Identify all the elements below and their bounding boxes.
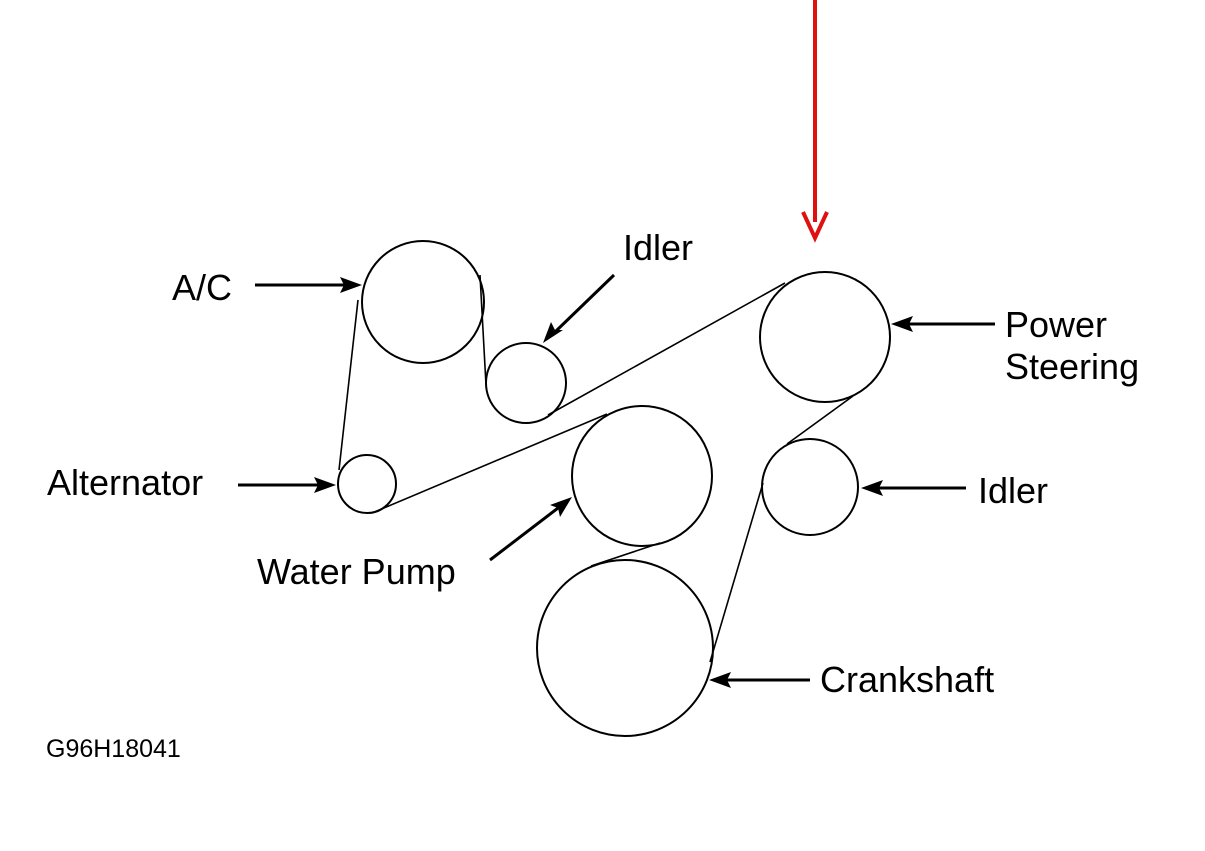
water-pump-leader xyxy=(489,506,559,562)
label-ac: A/C xyxy=(172,267,362,308)
power-steering-pulley xyxy=(759,271,891,403)
belt-segment-crankshaft-waterpump xyxy=(590,542,661,567)
idler-right-label: Idler xyxy=(978,470,1048,511)
idler-top-arrow-head xyxy=(543,322,563,343)
belt-segment-ac-idler xyxy=(479,274,487,386)
label-idler-top: Idler xyxy=(543,227,693,343)
belt-segment-alternator-waterpump xyxy=(371,413,608,514)
water-pump-label: Water Pump xyxy=(257,551,456,592)
power-steering-label-line2: Steering xyxy=(1005,346,1139,387)
label-crankshaft: Crankshaft xyxy=(709,659,994,700)
crankshaft-pulley xyxy=(536,559,714,737)
idler-top-leader xyxy=(554,273,616,333)
water-pump-arrow-head xyxy=(550,497,572,517)
power-steering-arrow-head xyxy=(891,316,913,332)
alternator-arrow-head xyxy=(314,477,336,493)
crankshaft-arrow-head xyxy=(709,672,731,688)
label-water-pump: Water Pump xyxy=(257,497,572,592)
alternator-pulley xyxy=(337,454,397,514)
highlight-arrow-head xyxy=(801,211,829,243)
ac-label: A/C xyxy=(172,267,232,308)
belt-segment-idler-crankshaft xyxy=(709,482,764,663)
label-power-steering: Power Steering xyxy=(891,304,1139,387)
power-steering-label-line1: Power xyxy=(1005,304,1107,345)
idler-right-pulley xyxy=(761,438,859,536)
alternator-label: Alternator xyxy=(47,462,203,503)
highlight-arrow xyxy=(801,0,829,243)
idler-top-label: Idler xyxy=(623,227,693,268)
label-idler-right: Idler xyxy=(861,470,1048,511)
belt-segment-idler-powersteering xyxy=(547,282,786,416)
ac-arrow-head xyxy=(340,277,362,293)
belt-segment-ac-alternator xyxy=(338,299,359,471)
drive-belt xyxy=(338,274,854,663)
water-pump-pulley xyxy=(571,405,713,547)
crankshaft-label: Crankshaft xyxy=(820,659,994,700)
label-alternator: Alternator xyxy=(47,462,336,503)
ac-pulley xyxy=(361,240,485,364)
figure-code: G96H18041 xyxy=(46,735,181,763)
belt-segment-powersteering-idler xyxy=(786,395,854,445)
idler-right-arrow-head xyxy=(861,480,883,496)
